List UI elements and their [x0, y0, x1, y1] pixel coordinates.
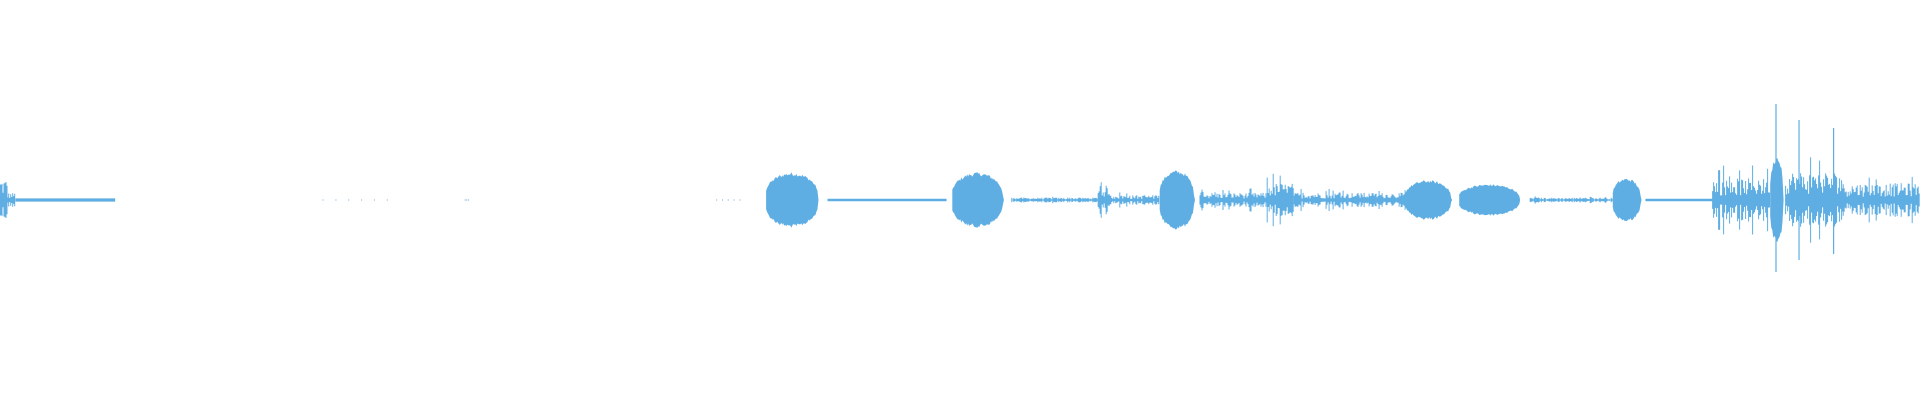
- waveform-noise: [1109, 192, 1160, 208]
- waveform-segment-15: [1293, 189, 1406, 211]
- waveform-blob: [1405, 180, 1460, 220]
- waveform-segment-27: [1842, 176, 1920, 224]
- waveform-noise: [1011, 196, 1099, 204]
- waveform-dot: [373, 199, 375, 201]
- waveform-dot: [467, 199, 469, 201]
- waveform-segment-13: [1199, 188, 1268, 212]
- waveform-blob: [1770, 158, 1786, 242]
- waveform-segment-1: [7, 193, 16, 207]
- waveform-trace: [0, 104, 1920, 272]
- waveform-dot: [727, 199, 729, 201]
- waveform-segment-6: [766, 172, 828, 228]
- waveform-noise: [7, 193, 16, 207]
- waveform-dot: [716, 199, 718, 201]
- waveform-segment-22: [1770, 158, 1786, 242]
- waveform-dot: [361, 199, 363, 201]
- waveform-noise: [1712, 165, 1771, 235]
- waveform-dot: [386, 199, 388, 201]
- waveform-segment-14: [1266, 173, 1294, 227]
- waveform-segment-21: [1712, 165, 1771, 235]
- waveform-dot: [466, 199, 468, 201]
- waveform-dot: [739, 199, 741, 201]
- waveform-dot: [464, 199, 466, 201]
- waveform-blob: [766, 172, 828, 228]
- waveform-segment-10: [1097, 182, 1110, 218]
- waveform-noise: [1842, 176, 1920, 224]
- waveform-dot: [335, 199, 337, 201]
- waveform-segment-8: [952, 172, 1012, 228]
- waveform-segment-11: [1109, 192, 1160, 208]
- waveform-dot: [721, 199, 723, 201]
- waveform-dot: [322, 199, 324, 201]
- waveform-segment-9: [1011, 196, 1099, 204]
- waveform-noise: [1266, 173, 1294, 227]
- waveform-segment-5: [716, 199, 741, 201]
- waveform-segment-4: [464, 199, 469, 201]
- waveform-noise: [1785, 157, 1844, 243]
- waveform-noise: [1097, 182, 1110, 218]
- waveform-noise: [1293, 189, 1406, 211]
- waveform-noise: [1529, 196, 1613, 204]
- waveform-segment-12: [1159, 170, 1200, 230]
- waveform-segment-18: [1529, 196, 1613, 204]
- waveform-segment-19: [1612, 178, 1646, 222]
- waveform-blob: [952, 172, 1012, 228]
- waveform-blob: [1612, 178, 1646, 222]
- waveform-segment-16: [1405, 180, 1460, 220]
- waveform-segment-25: [1785, 157, 1844, 243]
- waveform-noise: [0, 182, 8, 218]
- waveform-blob: [1459, 184, 1531, 216]
- waveform-dot: [348, 199, 350, 201]
- waveform-segment-17: [1459, 184, 1531, 216]
- waveform-noise: [1199, 188, 1268, 212]
- waveform-blob: [1159, 170, 1200, 230]
- waveform-dot: [733, 199, 735, 201]
- waveform-segment-0: [0, 182, 8, 218]
- waveform-segment-3: [322, 199, 388, 201]
